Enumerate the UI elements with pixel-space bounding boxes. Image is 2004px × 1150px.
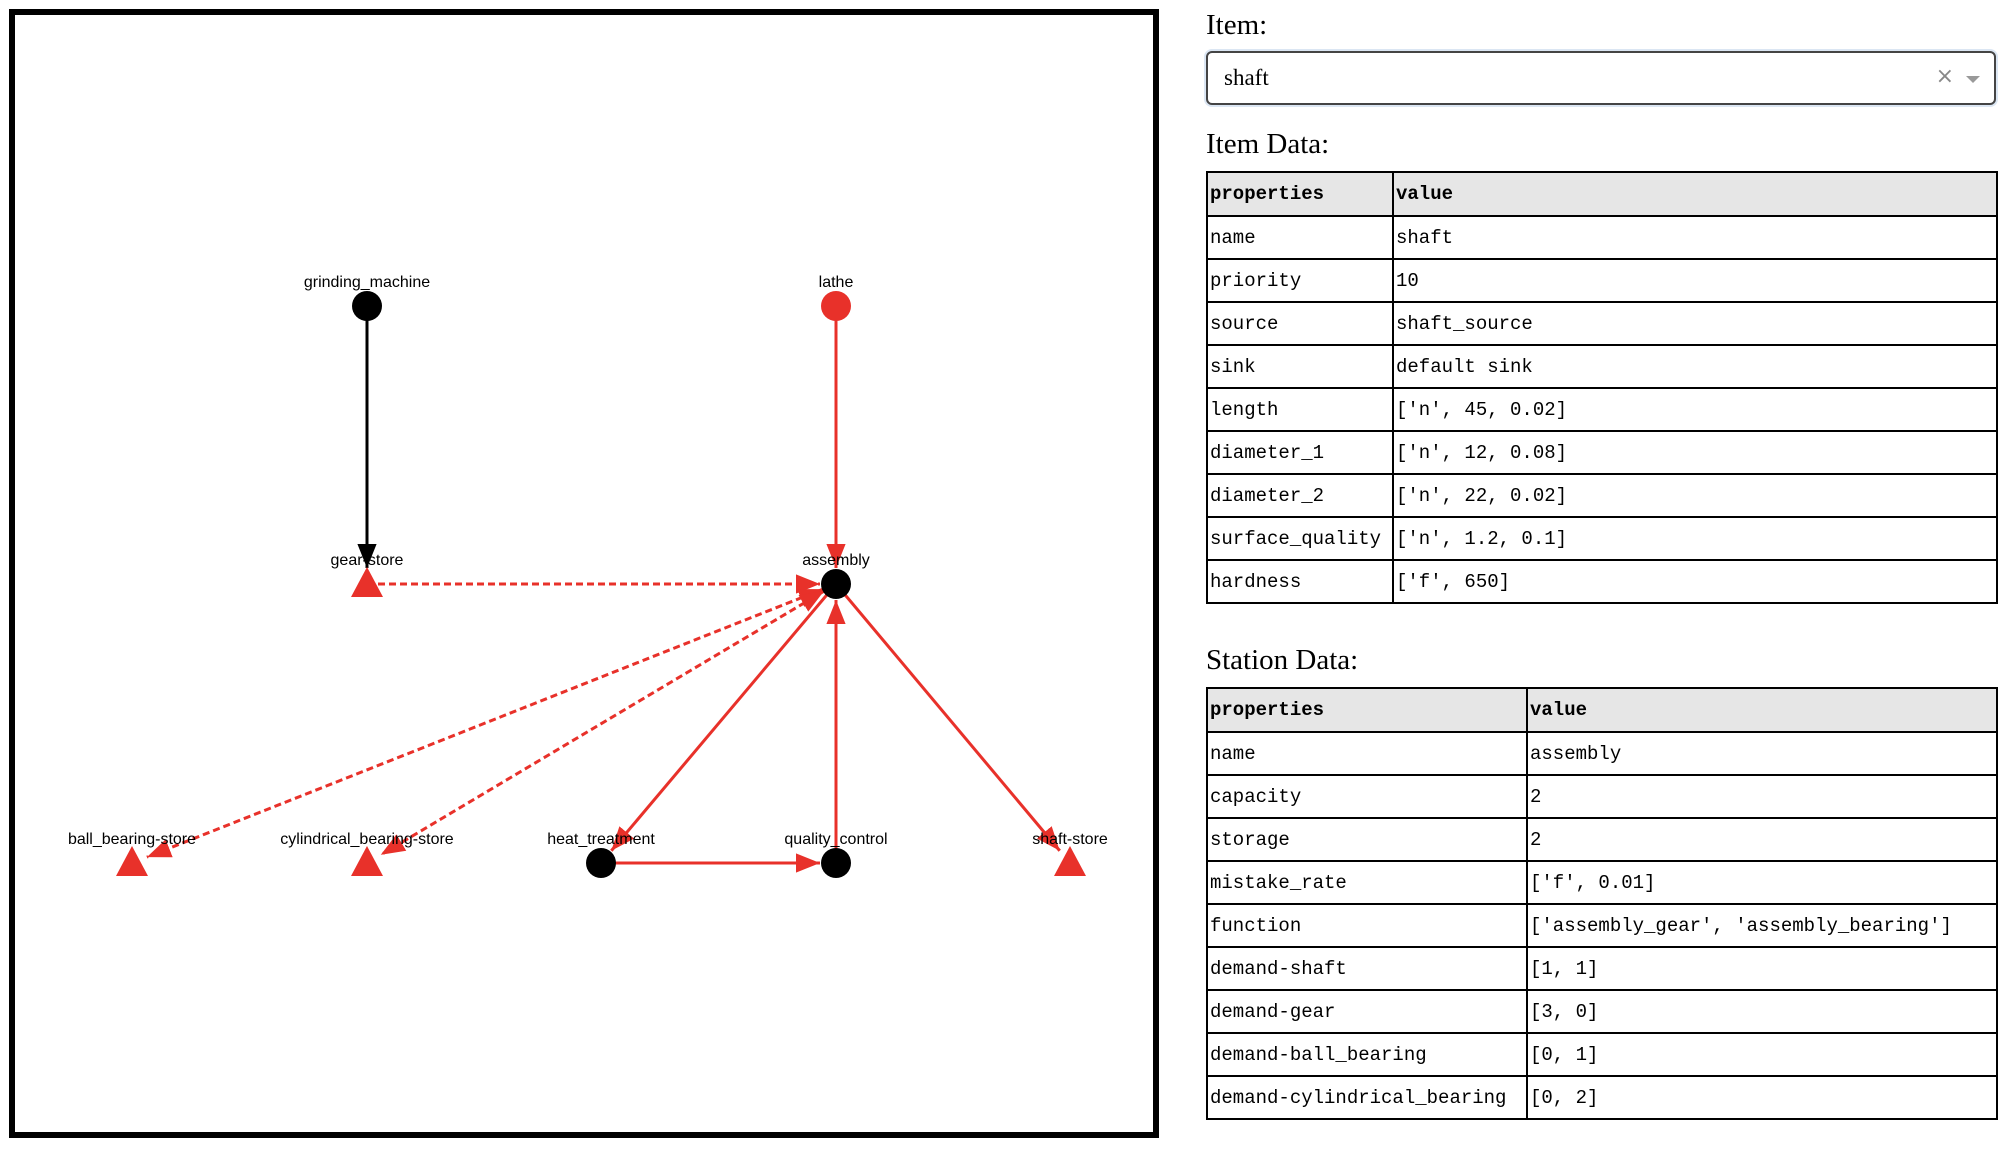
property-name-cell: demand-shaft — [1206, 946, 1528, 991]
column-header-properties: properties — [1206, 687, 1528, 733]
node-gear-store[interactable] — [351, 567, 383, 597]
property-value-cell: ['assembly_gear', 'assembly_bearing'] — [1526, 903, 1998, 948]
property-value-cell: default sink — [1392, 344, 1998, 389]
property-name-cell: mistake_rate — [1206, 860, 1528, 905]
item-select-value: shaft — [1224, 65, 1269, 90]
property-value-cell: ['n', 45, 0.02] — [1392, 387, 1998, 432]
property-name-cell: storage — [1206, 817, 1528, 862]
property-name-cell: diameter_2 — [1206, 473, 1394, 518]
property-name-cell: demand-cylindrical_bearing — [1206, 1075, 1528, 1120]
node-assembly[interactable] — [821, 569, 851, 599]
property-name-cell: surface_quality — [1206, 516, 1394, 561]
table-row: hardness['f', 650] — [1206, 559, 1998, 604]
node-label: lathe — [819, 274, 854, 291]
node-grinding_machine[interactable] — [352, 291, 382, 321]
property-value-cell: 10 — [1392, 258, 1998, 303]
node-label: shaft-store — [1032, 831, 1108, 848]
clear-icon[interactable]: × — [1935, 64, 1954, 89]
edge-assembly-to-shaft-store — [834, 583, 1061, 852]
property-value-cell: assembly — [1526, 731, 1998, 776]
property-value-cell: shaft_source — [1392, 301, 1998, 346]
table-row: demand-shaft[1, 1] — [1206, 946, 1998, 991]
chevron-down-icon[interactable] — [1966, 76, 1980, 83]
property-name-cell: demand-gear — [1206, 989, 1528, 1034]
table-row: diameter_1['n', 12, 0.08] — [1206, 430, 1998, 475]
column-header-properties: properties — [1206, 171, 1394, 217]
node-quality_control[interactable] — [821, 848, 851, 878]
property-value-cell: ['n', 22, 0.02] — [1392, 473, 1998, 518]
property-value-cell: ['f', 650] — [1392, 559, 1998, 604]
property-name-cell: demand-ball_bearing — [1206, 1032, 1528, 1077]
property-name-cell: diameter_1 — [1206, 430, 1394, 475]
column-header-value: value — [1392, 171, 1998, 217]
network-graph[interactable]: grinding_machine lathe gear-store assembly b… — [15, 15, 1153, 1132]
network-graph-panel[interactable]: grinding_machine lathe gear-store assembly b… — [9, 9, 1159, 1138]
table-row: diameter_2['n', 22, 0.02] — [1206, 473, 1998, 518]
property-name-cell: name — [1206, 215, 1394, 260]
table-row: demand-gear[3, 0] — [1206, 989, 1998, 1034]
node-label: cylindrical_bearing-store — [280, 831, 454, 848]
property-name-cell: capacity — [1206, 774, 1528, 819]
node-lathe[interactable] — [821, 291, 851, 321]
table-row: mistake_rate['f', 0.01] — [1206, 860, 1998, 905]
table-row: surface_quality['n', 1.2, 0.1] — [1206, 516, 1998, 561]
edge-assembly-to-heat_treatment — [610, 583, 838, 852]
node-heat_treatment[interactable] — [586, 848, 616, 878]
property-name-cell: source — [1206, 301, 1394, 346]
property-value-cell: [0, 2] — [1526, 1075, 1998, 1120]
property-value-cell: 2 — [1526, 774, 1998, 819]
node-label: ball_bearing-store — [68, 831, 196, 848]
property-name-cell: function — [1206, 903, 1528, 948]
node-cylindrical_bearing-store[interactable] — [351, 846, 383, 876]
property-value-cell: ['n', 1.2, 0.1] — [1392, 516, 1998, 561]
node-label: gear-store — [331, 552, 404, 569]
item-label: Item: — [1206, 9, 1268, 41]
property-name-cell: sink — [1206, 344, 1394, 389]
node-ball_bearing-store[interactable] — [116, 846, 148, 876]
item-data-title: Item Data: — [1206, 128, 1330, 160]
node-label: heat_treatment — [547, 831, 655, 848]
property-value-cell: ['f', 0.01] — [1526, 860, 1998, 905]
property-value-cell: [1, 1] — [1526, 946, 1998, 991]
property-name-cell: name — [1206, 731, 1528, 776]
property-value-cell: shaft — [1392, 215, 1998, 260]
property-value-cell: ['n', 12, 0.08] — [1392, 430, 1998, 475]
station-data-title: Station Data: — [1206, 644, 1359, 676]
node-label: grinding_machine — [304, 274, 430, 291]
table-row: demand-ball_bearing[0, 1] — [1206, 1032, 1998, 1077]
property-value-cell: [0, 1] — [1526, 1032, 1998, 1077]
property-name-cell: length — [1206, 387, 1394, 432]
column-header-value: value — [1526, 687, 1998, 733]
table-row: function['assembly_gear', 'assembly_bear… — [1206, 903, 1998, 948]
table-row: length['n', 45, 0.02] — [1206, 387, 1998, 432]
item-select[interactable]: shaft × — [1206, 51, 1996, 105]
table-row: demand-cylindrical_bearing[0, 2] — [1206, 1075, 1998, 1120]
node-label: assembly — [802, 552, 870, 569]
property-name-cell: hardness — [1206, 559, 1394, 604]
node-shaft-store[interactable] — [1054, 846, 1086, 876]
edge-assembly-to-ball_bearing-store — [146, 587, 824, 859]
table-header-row: properties value — [1206, 171, 1998, 217]
node-label: quality_control — [784, 831, 887, 848]
property-value-cell: [3, 0] — [1526, 989, 1998, 1034]
table-header-row: properties value — [1206, 687, 1998, 733]
property-value-cell: 2 — [1526, 817, 1998, 862]
edge-assembly-to-cylindrical_bearing-store — [379, 589, 825, 857]
property-name-cell: priority — [1206, 258, 1394, 303]
